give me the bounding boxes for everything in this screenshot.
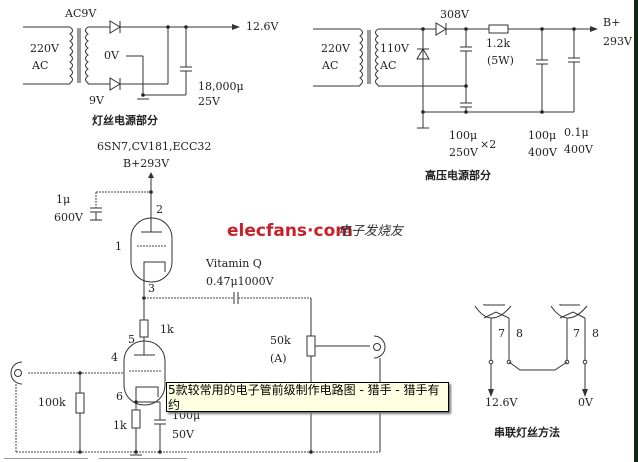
label-tube-types: 6SN7,CV181,ECC32 [97, 140, 211, 153]
label-plate-resistor: 1k [160, 323, 174, 336]
label-resistor-power: (5W) [487, 54, 514, 67]
label-filter-cap1: 100μ [528, 129, 556, 142]
vacuum-tube-upper [130, 217, 173, 296]
tube-socket-right [550, 304, 588, 397]
series-section-title: 串联灯丝方法 [494, 425, 560, 439]
diode-lower [109, 77, 121, 91]
label-bplus: B+ [603, 16, 620, 29]
label-pin-1: 1 [115, 240, 122, 253]
transformer-secondary-coil [85, 26, 89, 84]
label-lower-tap: 9V [89, 94, 105, 107]
tube-socket-left [474, 304, 512, 397]
label-hv-secondary-type: AC [379, 59, 396, 72]
label-bplus-voltage: 293V [603, 35, 633, 48]
bottom-gray-bar-right [99, 458, 187, 459]
label-filament-output: 12.6V [246, 20, 279, 33]
label-filament-cap-value: 18,000μ [198, 80, 244, 93]
coupling-capacitor [233, 292, 239, 304]
grid-resistor [75, 392, 85, 414]
label-filter-cap2: 0.1μ [564, 126, 589, 139]
label-doubler-caps: 100μ [449, 129, 477, 142]
label-coupling-cap-value: 0.47μ1000V [206, 275, 275, 288]
label-pin-3: 3 [148, 282, 155, 295]
label-center-tap: 0V [104, 49, 120, 62]
label-pin-5: 5 [128, 333, 135, 346]
label-primary-voltage: 220V [30, 42, 60, 55]
hv-diode-shunt [416, 29, 430, 112]
label-bypass-cap-voltage: 600V [54, 211, 84, 224]
label-series-input: 12.6V [485, 396, 518, 409]
label-left-pin7: 7 [498, 327, 505, 340]
output-jack[interactable] [373, 335, 386, 359]
label-volume-pot-taper: (A) [270, 352, 287, 365]
cathode-bypass-capacitor [154, 419, 166, 452]
bypass-capacitor [90, 191, 151, 221]
input-jack[interactable] [10, 361, 23, 385]
hv-diode-series [435, 22, 447, 36]
hv-section-title: 高压电源部分 [425, 168, 491, 182]
label-hv-primary-type: AC [321, 59, 338, 72]
transformer-primary-coil [69, 26, 73, 84]
label-hv-primary-voltage: 220V [321, 42, 351, 55]
right-edge-border [634, 0, 638, 462]
vacuum-tube-lower [123, 340, 166, 406]
label-rectified-voltage: 308V [440, 8, 470, 21]
label-left-pin8: 8 [516, 327, 523, 340]
cathode-resistor [131, 409, 141, 429]
filament-section-title: 灯丝电源部分 [92, 113, 158, 127]
label-resistor-value: 1.2k [486, 37, 510, 50]
watermark-subtitle: 电子发烧友 [338, 224, 405, 239]
label-coupling-cap-brand: Vitamin Q [205, 257, 262, 270]
label-right-pin7: 7 [573, 327, 580, 340]
label-primary-type: AC [31, 59, 48, 72]
label-pin-2: 2 [156, 203, 163, 216]
label-pin-6: 6 [116, 390, 123, 403]
watermark-logo: elecfans·com [227, 221, 353, 241]
label-cathode-cap: 100μ [172, 409, 200, 422]
label-filter-cap2-voltage: 400V [564, 143, 594, 156]
label-doubler-caps-voltage: 250V [449, 146, 479, 159]
bottom-gray-bar-left [4, 458, 88, 459]
filament-supply-section: AC9V 220V AC 0V 9V 12.6V 18,000μ 25V 灯丝电… [23, 7, 279, 127]
hv-transformer-secondary-coil [375, 28, 379, 86]
label-filament-cap-voltage: 25V [198, 95, 221, 108]
filament-filter-capacitor [180, 27, 192, 95]
hv-filter-capacitor-2 [568, 29, 580, 112]
label-hv-secondary-voltage: 110V [380, 42, 410, 55]
volume-potentiometer[interactable] [306, 335, 316, 357]
label-cathode-resistor: 1k [113, 419, 127, 432]
label-right-pin8: 8 [592, 327, 599, 340]
hv-filter-capacitor-1 [536, 29, 548, 112]
label-volume-pot: 50k [270, 334, 291, 347]
label-bypass-cap: 1μ [56, 193, 70, 206]
label-cathode-cap-voltage: 50V [172, 428, 195, 441]
hv-doubler-capacitors [460, 29, 472, 112]
hv-supply-section: 308V 220V AC 110V AC 1.2k (5W) B+ 293V 1… [313, 8, 633, 182]
label-supply: B+293V [123, 157, 170, 170]
preamp-section: 6SN7,CV181,ECC32 B+293V 1μ 600V 2 1 3 [10, 140, 386, 456]
label-doubler-caps-count: ×2 [480, 138, 496, 151]
hv-resistor [488, 24, 509, 34]
watermark: elecfans·com 电子发烧友 [227, 221, 405, 241]
hv-transformer-primary-coil [359, 28, 363, 86]
series-filament-section: 7 8 7 8 12.6V 0V 串联灯丝方法 [474, 304, 599, 439]
label-series-ground: 0V [578, 396, 594, 409]
plate-resistor [139, 319, 149, 338]
series-link-wire [508, 361, 568, 371]
image-title-tooltip: 5款较常用的电子管前级制作电路图 - 猎手 - 猎手有约 [166, 382, 449, 412]
label-grid-resistor: 100k [38, 396, 66, 409]
label-pin-4: 4 [111, 351, 118, 364]
diode-upper [109, 20, 121, 34]
label-filter-cap1-voltage: 400V [528, 146, 558, 159]
label-ac9v: AC9V [64, 7, 97, 20]
